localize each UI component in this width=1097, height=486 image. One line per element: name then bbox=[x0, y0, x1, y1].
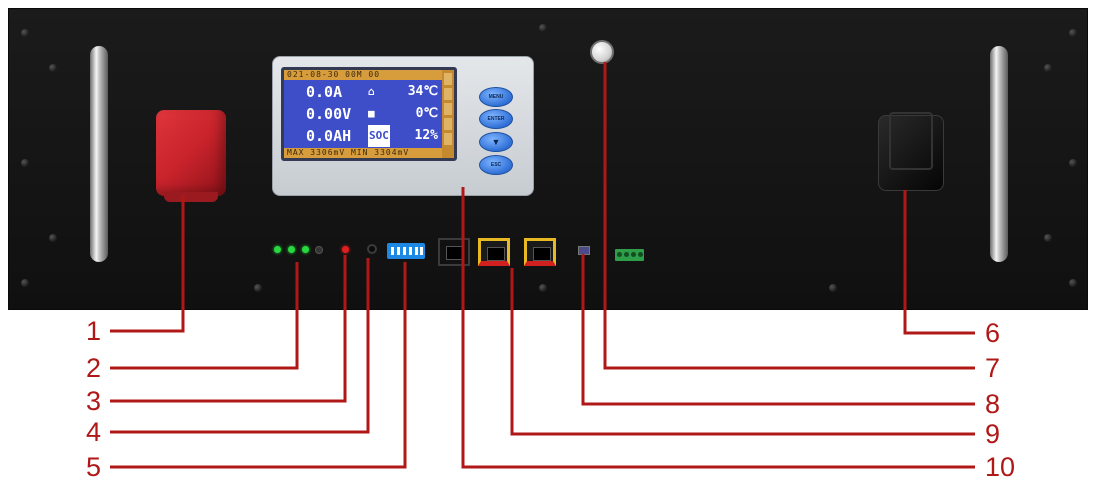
screw bbox=[1044, 64, 1052, 72]
screw bbox=[539, 24, 547, 32]
display-module: 021-08-30 00M 00 0.0A ⌂ 34℃ 0.00V ■ 0℃ 0… bbox=[272, 56, 534, 196]
callout-line-1 bbox=[110, 195, 185, 333]
alarm-led bbox=[342, 246, 349, 253]
status-led bbox=[315, 246, 323, 254]
callout-label-9: 9 bbox=[985, 419, 1001, 449]
dip-switch[interactable] bbox=[387, 243, 425, 259]
screw bbox=[539, 284, 547, 292]
lcd-voltage: 0.00V bbox=[306, 105, 352, 123]
lcd-voltage-row: 0.00V ■ 0℃ bbox=[290, 103, 440, 125]
lcd-current: 0.0A bbox=[306, 83, 343, 101]
esc-button[interactable]: ESC bbox=[479, 155, 513, 175]
callout-line-4 bbox=[110, 258, 370, 434]
callout-label-8: 8 bbox=[985, 389, 1001, 419]
screw bbox=[1044, 234, 1052, 242]
screw bbox=[829, 284, 837, 292]
status-led bbox=[274, 246, 281, 253]
down-button[interactable]: ▼ bbox=[479, 132, 513, 152]
callout-label-3: 3 bbox=[86, 386, 102, 416]
lcd-screen: 021-08-30 00M 00 0.0A ⌂ 34℃ 0.00V ■ 0℃ 0… bbox=[281, 67, 457, 161]
screw bbox=[21, 29, 29, 37]
lcd-header: 021-08-30 00M 00 bbox=[284, 70, 442, 80]
positive-terminal-cover[interactable] bbox=[156, 110, 226, 202]
lcd-side-bars bbox=[442, 70, 454, 158]
lcd-capacity-row: 0.0AH SOC 12% bbox=[290, 125, 440, 147]
callout-label-7: 7 bbox=[985, 353, 1001, 383]
screw bbox=[49, 64, 57, 72]
lcd-footer: MAX 3306mV MIN 3304mV bbox=[284, 148, 442, 158]
soc-tag: SOC bbox=[368, 125, 390, 147]
status-led bbox=[288, 246, 295, 253]
screw bbox=[49, 234, 57, 242]
screw bbox=[21, 159, 29, 167]
callout-line-9 bbox=[510, 268, 975, 436]
callout-label-2: 2 bbox=[86, 353, 102, 383]
screw bbox=[1069, 29, 1077, 37]
screw bbox=[21, 279, 29, 287]
screw bbox=[1069, 159, 1077, 167]
right-handle[interactable] bbox=[990, 46, 1008, 262]
callout-label-1: 1 bbox=[86, 316, 102, 346]
dry-contact-terminal[interactable] bbox=[615, 249, 644, 261]
home-icon: ⌂ bbox=[368, 85, 375, 98]
callout-line-2 bbox=[110, 262, 299, 370]
callout-label-10: 10 bbox=[985, 452, 1016, 482]
rs232-port[interactable] bbox=[438, 238, 470, 266]
menu-button[interactable]: MENU bbox=[479, 87, 513, 107]
rs485-port[interactable] bbox=[478, 238, 510, 266]
battery-icon: ■ bbox=[368, 107, 375, 120]
callout-label-4: 4 bbox=[86, 417, 102, 447]
callout-line-7 bbox=[603, 62, 975, 370]
can-port[interactable] bbox=[524, 238, 556, 266]
screw bbox=[254, 284, 262, 292]
lcd-soc: 12% bbox=[414, 128, 438, 143]
screw bbox=[1069, 279, 1077, 287]
callout-line-6 bbox=[903, 190, 975, 335]
status-led bbox=[302, 246, 309, 253]
callout-line-3 bbox=[110, 255, 347, 403]
lcd-current-row: 0.0A ⌂ 34℃ bbox=[290, 81, 440, 103]
callout-line-10 bbox=[461, 187, 975, 469]
left-handle[interactable] bbox=[90, 46, 108, 262]
negative-terminal[interactable] bbox=[878, 112, 944, 191]
enter-button[interactable]: ENTER bbox=[479, 109, 513, 129]
reset-button[interactable] bbox=[367, 244, 377, 254]
lcd-temp2: 0℃ bbox=[415, 106, 438, 121]
power-switch-button[interactable] bbox=[590, 40, 614, 64]
lcd-temp1: 34℃ bbox=[407, 84, 438, 99]
callout-label-5: 5 bbox=[86, 452, 102, 482]
callout-label-6: 6 bbox=[985, 318, 1001, 348]
callout-line-8 bbox=[581, 254, 975, 406]
callout-line-5 bbox=[110, 262, 407, 469]
lcd-capacity: 0.0AH bbox=[306, 127, 352, 145]
